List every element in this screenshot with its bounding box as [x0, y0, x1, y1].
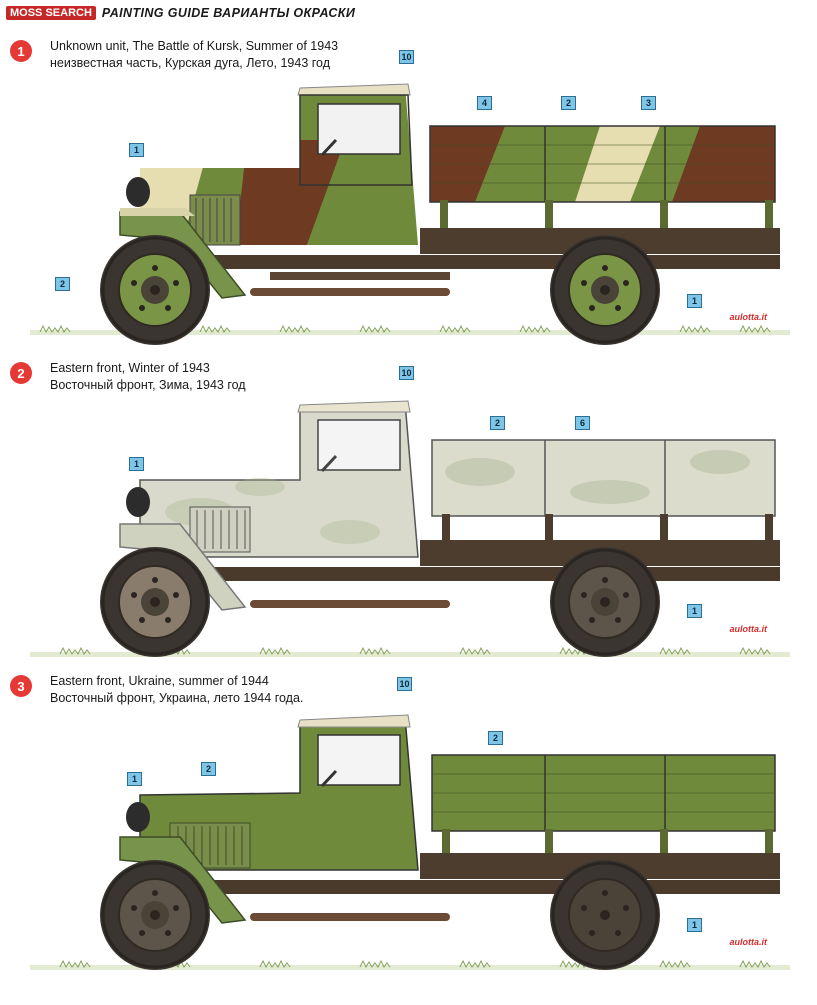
callout-marker: 10: [399, 366, 414, 380]
caption-en: Eastern front, Ukraine, summer of 1944: [50, 674, 269, 688]
artist-logo: aulotta.it: [729, 624, 768, 634]
scheme-2: 2 Eastern front, Winter of 1943 Восточны…: [0, 360, 817, 692]
callout-marker: 1: [127, 772, 142, 786]
caption-ru: неизвестная часть, Курская дуга, Лето, 1…: [50, 56, 331, 70]
caption-en: Unknown unit, The Battle of Kursk, Summe…: [50, 39, 339, 53]
callout-marker: 2: [201, 762, 216, 776]
scheme-number-badge: 2: [10, 362, 32, 384]
callout-marker: 1: [687, 294, 702, 308]
callout-marker: 6: [575, 416, 590, 430]
scheme-1: 1 Unknown unit, The Battle of Kursk, Sum…: [0, 38, 817, 370]
caption-en: Eastern front, Winter of 1943: [50, 361, 210, 375]
scheme-caption: Eastern front, Ukraine, summer of 1944 В…: [50, 673, 303, 707]
callout-marker: 2: [490, 416, 505, 430]
callout-marker: 2: [55, 277, 70, 291]
scheme-caption: Eastern front, Winter of 1943 Восточный …: [50, 360, 246, 394]
scheme-number-badge: 3: [10, 675, 32, 697]
truck-illustration: [30, 400, 790, 659]
callout-marker: 3: [641, 96, 656, 110]
scheme-3: 3 Eastern front, Ukraine, summer of 1944…: [0, 673, 817, 1005]
guide-header: MOSS SEARCH PAINTING GUIDE ВАРИАНТЫ ОКРА…: [6, 4, 355, 22]
watermark: MOSS SEARCH: [6, 6, 96, 20]
truck-illustration: [30, 714, 790, 972]
artist-logo: aulotta.it: [729, 937, 768, 947]
callout-marker: 1: [687, 604, 702, 618]
callout-marker: 1: [129, 457, 144, 471]
callout-marker: 1: [687, 918, 702, 932]
callout-marker: 10: [397, 677, 412, 691]
callout-marker: 4: [477, 96, 492, 110]
truck-illustration: [30, 83, 790, 347]
callout-marker: 1: [129, 143, 144, 157]
caption-ru: Восточный фронт, Зима, 1943 год: [50, 378, 246, 392]
callout-marker: 2: [488, 731, 503, 745]
callout-marker: 10: [399, 50, 414, 64]
caption-ru: Восточный фронт, Украина, лето 1944 года…: [50, 691, 304, 705]
callout-marker: 2: [561, 96, 576, 110]
scheme-number-badge: 1: [10, 40, 32, 62]
scheme-caption: Unknown unit, The Battle of Kursk, Summe…: [50, 38, 338, 72]
artist-logo: aulotta.it: [729, 312, 768, 322]
guide-title: PAINTING GUIDE ВАРИАНТЫ ОКРАСКИ: [101, 6, 356, 20]
